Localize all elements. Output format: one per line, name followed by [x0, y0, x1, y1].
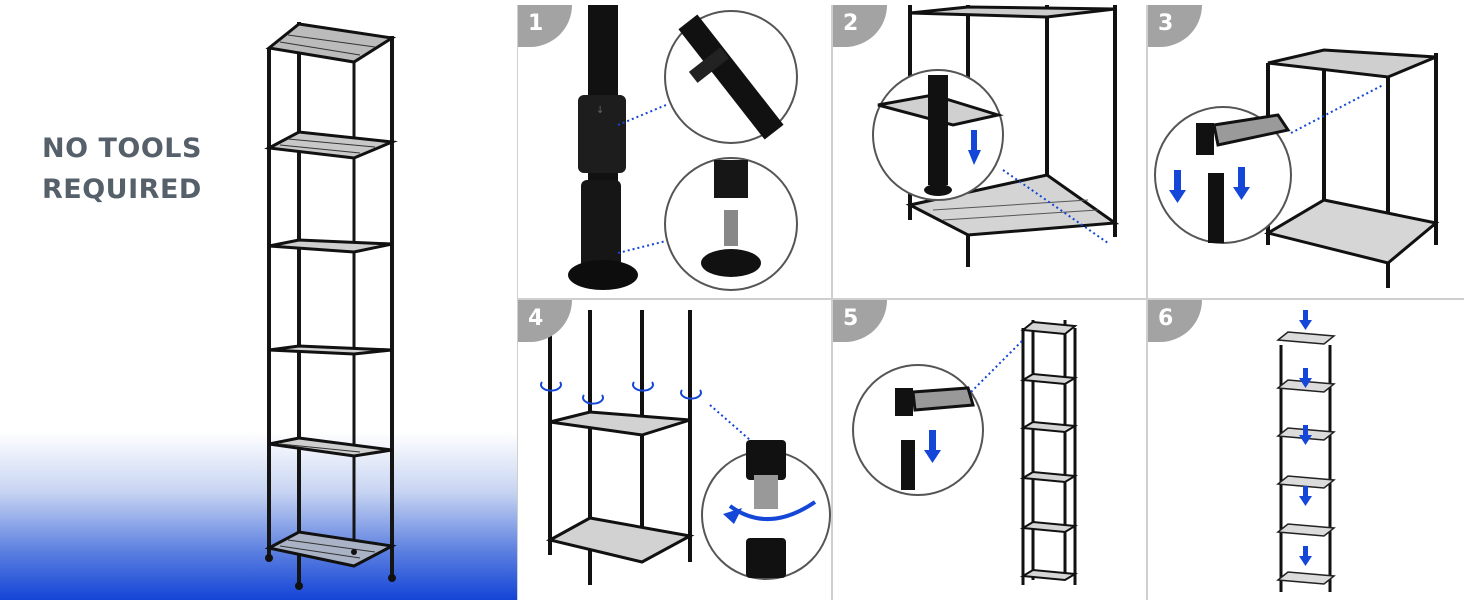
step-badge: 6 — [1148, 300, 1202, 342]
step-1-panel: ↓ 1 — [518, 5, 831, 298]
down-arrow-icon — [971, 130, 977, 152]
threaded-stud — [754, 475, 778, 509]
shelf-unit-illustration — [264, 22, 398, 590]
headline-line-2: REQUIRED — [42, 174, 202, 205]
step-1-illustration: ↓ — [568, 5, 798, 291]
headline-line-1: NO TOOLS — [42, 133, 202, 164]
headline: NO TOOLS REQUIRED — [42, 128, 202, 210]
step-3-panel: 3 — [1148, 5, 1464, 298]
step-3-illustration — [1154, 48, 1440, 288]
down-arrow-icon — [1233, 187, 1250, 200]
wire-shelves — [264, 22, 398, 568]
assembly-steps-grid: ↓ 1 — [517, 5, 1464, 600]
svg-text:↓: ↓ — [596, 105, 604, 116]
step-6-panel: 6 — [1148, 300, 1464, 600]
step-badge: 2 — [833, 5, 887, 47]
step-4-panel: 4 — [518, 300, 831, 600]
step-4-illustration — [540, 310, 831, 585]
hero-panel: NO TOOLS REQUIRED — [0, 0, 518, 600]
step-5-panel: 5 — [833, 300, 1146, 600]
step-2-illustration — [872, 5, 1120, 267]
down-arrow-icon — [924, 450, 941, 463]
step-6-illustration — [1276, 310, 1336, 592]
down-arrow-icon — [1169, 190, 1186, 203]
step-5-illustration — [852, 320, 1079, 585]
down-arrow-icon — [1299, 310, 1312, 566]
step-2-panel: 2 — [833, 5, 1146, 298]
